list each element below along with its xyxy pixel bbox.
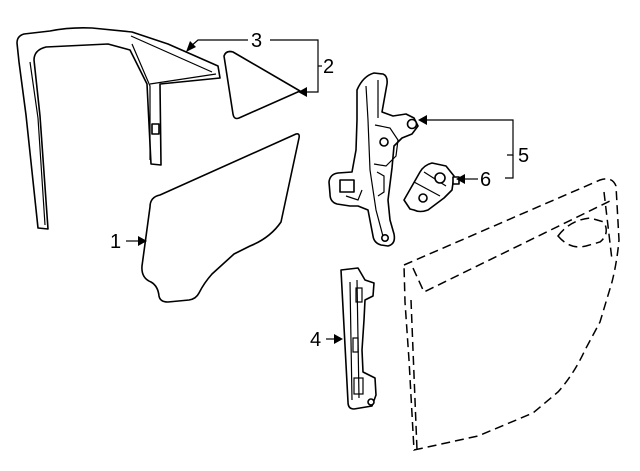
arrowhead-4 [334, 334, 343, 344]
arrowhead-6 [456, 174, 465, 184]
callout-6: 6 [480, 169, 491, 191]
arrowhead-1 [138, 236, 147, 246]
callout-2: 2 [323, 56, 334, 78]
quarter-glass [223, 50, 301, 120]
door-shell-outline [403, 178, 620, 451]
regulator-motor [403, 162, 460, 213]
leader-3 [189, 39, 248, 48]
window-regulator [328, 72, 419, 247]
door-glass [141, 133, 300, 303]
callout-3: 3 [251, 30, 262, 52]
leader-lines [126, 39, 514, 344]
arrowhead-3 [186, 41, 196, 52]
arrowhead-2 [298, 87, 307, 97]
leader-5 [424, 119, 514, 156]
callout-labels: 3 2 1 5 6 4 [110, 30, 529, 351]
callout-5: 5 [518, 145, 529, 167]
window-frame-channel [16, 27, 221, 230]
leader-5-lower [505, 155, 514, 179]
guide-bracket [340, 267, 377, 410]
arrowhead-5-upper [418, 115, 427, 125]
callout-4: 4 [310, 329, 321, 351]
callout-1: 1 [110, 231, 121, 253]
